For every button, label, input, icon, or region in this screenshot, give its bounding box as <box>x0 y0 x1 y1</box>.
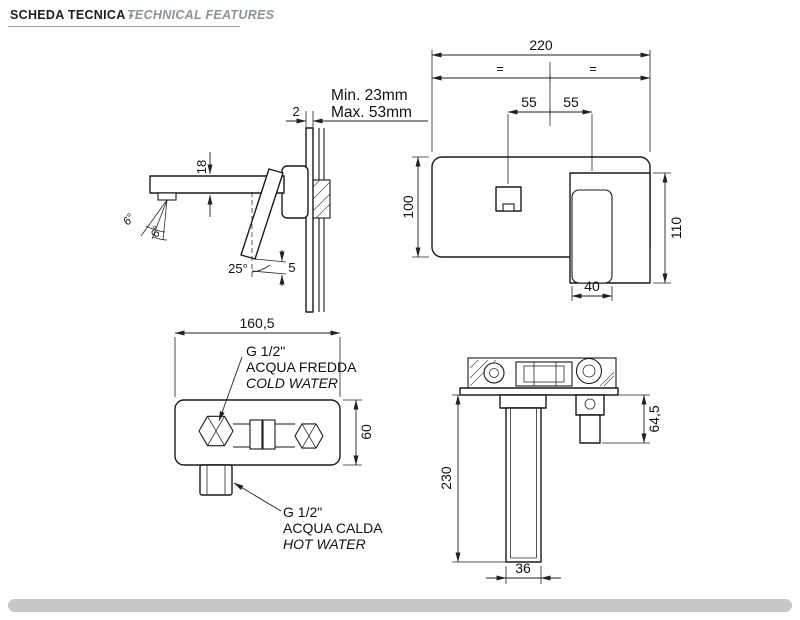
spray-lines <box>140 199 168 241</box>
dim-100-label: 100 <box>400 195 416 219</box>
dim-spout-height: 18 <box>194 152 213 217</box>
dim-handle-travel: 5 <box>251 250 296 286</box>
mixer-body <box>281 165 309 219</box>
angle-arc <box>251 264 271 273</box>
side-view: 2 Min. 23mm Max. 53mm 18 6° 6° 25° 5 <box>121 87 428 313</box>
hot-label-it: ACQUA CALDA <box>283 520 383 536</box>
dim-55-right-label: 55 <box>563 94 579 110</box>
dim-160-label: 160,5 <box>239 315 274 331</box>
plate-section <box>459 387 619 396</box>
dim-110-label: 110 <box>668 217 684 240</box>
spray-angle-left-label: 6° <box>121 211 138 227</box>
hot-label-en: HOT WATER <box>283 536 366 552</box>
dim-handle-plate-height: 110 <box>653 172 684 284</box>
footer-bar <box>8 599 792 612</box>
dim-equal-halves: = = <box>431 61 651 82</box>
dim-max-label: Max. 53mm <box>331 104 412 121</box>
dim-40-label: 40 <box>584 278 600 294</box>
dim-18-label: 18 <box>194 160 209 174</box>
hot-water-callout: G 1/2" ACQUA CALDA HOT WATER <box>233 482 383 552</box>
dim-body-width: 160,5 <box>174 315 341 397</box>
handle-angle-label: 25° <box>228 261 248 276</box>
dim-handle-width: 40 <box>571 278 613 301</box>
page-subtitle: TECHNICAL FEATURES <box>127 8 275 22</box>
spray-angle-right-label: 6° <box>149 224 164 239</box>
dim-220-label: 220 <box>529 37 553 53</box>
dim-body-projection: 64,5 <box>602 394 662 444</box>
spout-outlet-slot <box>502 203 515 212</box>
cold-label-en: COLD WATER <box>246 375 338 391</box>
dim-depth-minmax: Min. 23mm Max. 53mm <box>331 87 412 121</box>
body-tube <box>233 419 295 450</box>
header: SCHEDA TECNICA - TECHNICAL FEATURES <box>8 8 275 27</box>
plan-view: 160,5 60 G 1/2" ACQUA FREDDA COLD WATER … <box>174 315 383 552</box>
hot-thread-label: G 1/2" <box>283 504 322 520</box>
dim-plate-thickness: 2 <box>286 104 428 128</box>
outlet-hex <box>294 423 324 449</box>
front-handle-lever <box>571 189 613 284</box>
cold-label-it: ACQUA FREDDA <box>246 359 357 375</box>
equal-left-label: = <box>496 61 504 76</box>
dim-min-label: Min. 23mm <box>331 87 408 104</box>
hot-inlet-port <box>199 464 233 496</box>
aerator <box>157 192 177 201</box>
dim-spout-width: 36 <box>486 560 561 584</box>
dim-5-label: 5 <box>288 260 295 275</box>
cold-thread-label: G 1/2" <box>246 343 285 359</box>
dim-plate-width: 220 <box>431 37 651 152</box>
dim-spout-projection: 230 <box>438 394 506 563</box>
top-view: 64,5 230 36 <box>438 357 662 584</box>
page-title: SCHEDA TECNICA - <box>10 8 133 22</box>
handle-projection <box>575 394 605 444</box>
wall-plate <box>305 127 314 313</box>
dim-36-label: 36 <box>515 560 531 576</box>
wall-section <box>318 128 325 312</box>
dim-64-label: 64,5 <box>646 405 662 432</box>
dim-centre-offsets: 55 55 <box>507 94 593 184</box>
cold-water-callout: G 1/2" ACQUA FREDDA COLD WATER <box>218 343 357 422</box>
dim-230-label: 230 <box>438 466 454 490</box>
dim-body-depth: 60 <box>343 399 374 466</box>
dim-plate-height: 100 <box>400 156 429 258</box>
dim-60-label: 60 <box>358 424 374 440</box>
equal-right-label: = <box>589 61 597 76</box>
front-view: 220 = = 55 55 100 11 <box>400 37 684 301</box>
dim-55-left-label: 55 <box>521 94 537 110</box>
inwall-assembly <box>467 357 617 389</box>
spout <box>149 175 285 194</box>
dim-2-label: 2 <box>292 104 299 119</box>
spout-projection <box>499 394 547 563</box>
